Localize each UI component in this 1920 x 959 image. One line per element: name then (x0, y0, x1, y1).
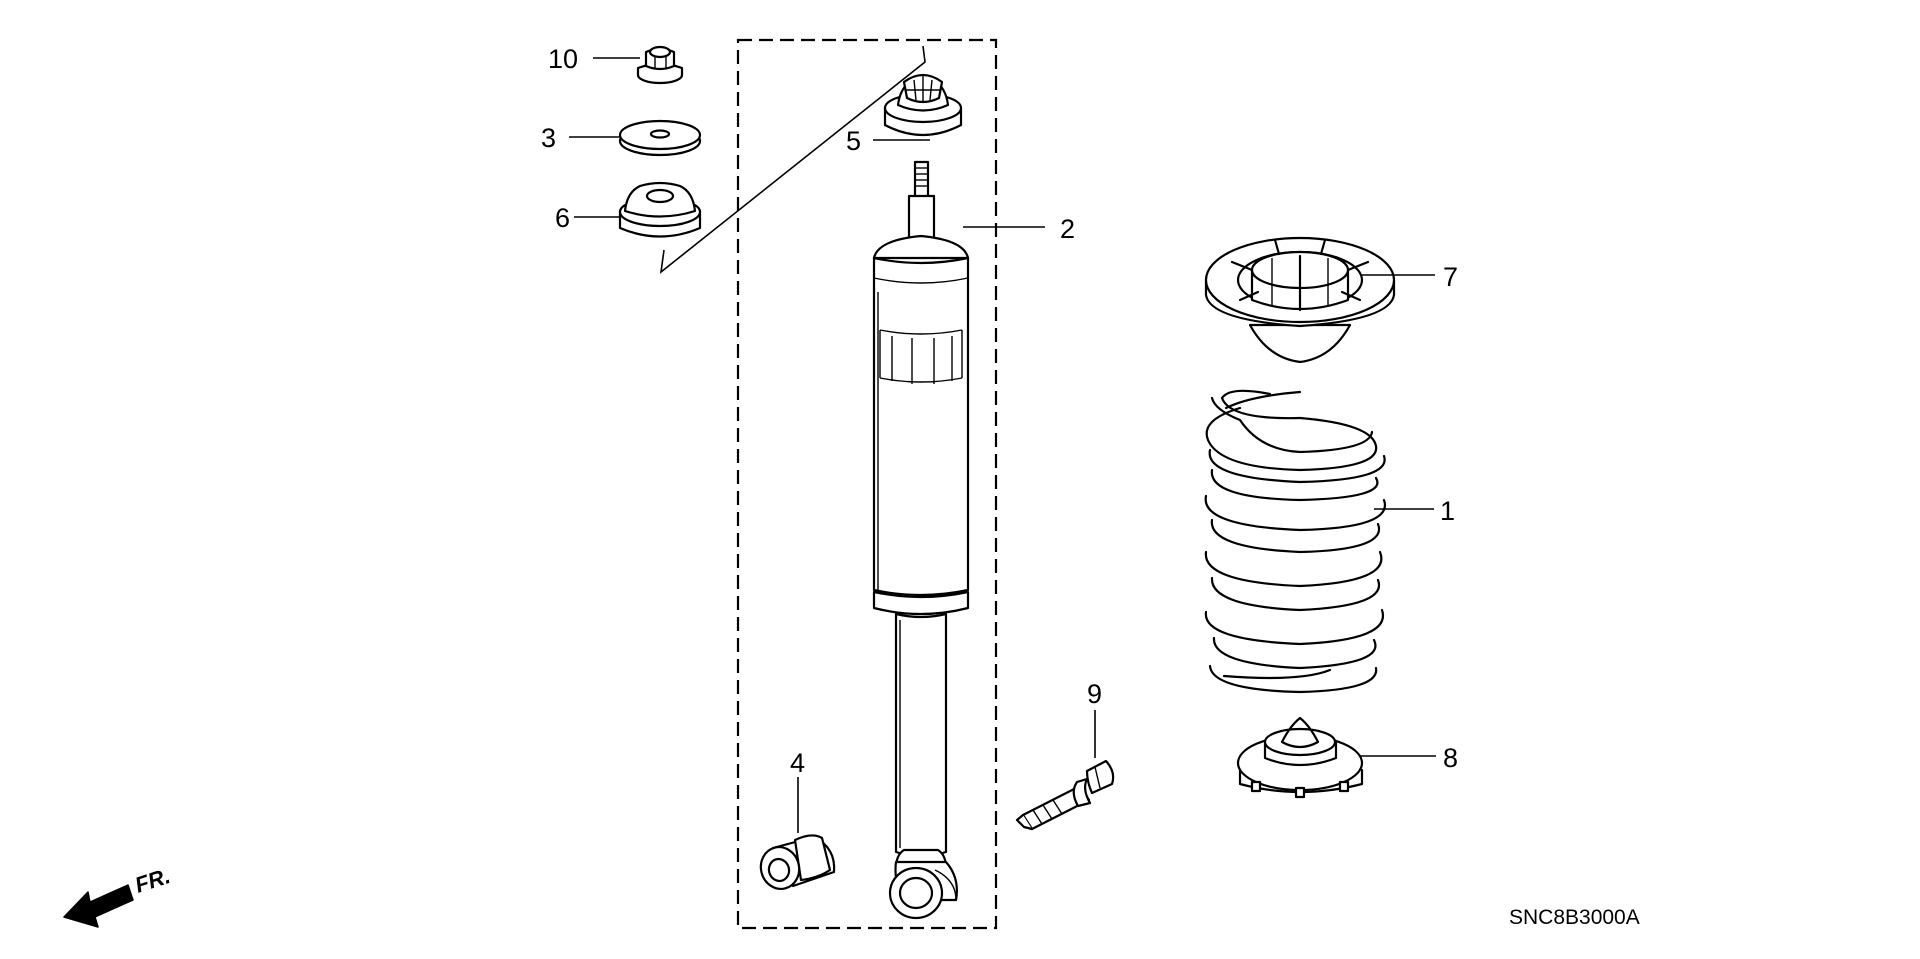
front-direction-arrow-icon (63, 884, 134, 928)
part-ref-3: 3 (541, 123, 556, 153)
part-ref-8: 8 (1443, 743, 1458, 773)
front-direction-label: FR. (132, 863, 173, 898)
assembly-link-line (659, 45, 926, 274)
assembly-outline-box (736, 38, 998, 930)
shock-absorber-icon[interactable] (872, 160, 970, 920)
washer-icon[interactable] (618, 119, 702, 157)
part-ref-2: 2 (1060, 214, 1075, 244)
mount-bushing-icon[interactable] (883, 73, 963, 137)
part-ref-10: 10 (548, 44, 578, 74)
upper-spring-seat-icon[interactable] (1204, 236, 1396, 364)
part-ref-9: 9 (1087, 679, 1102, 709)
part-ref-6: 6 (555, 203, 570, 233)
part-ref-4: 4 (790, 748, 805, 778)
part-ref-1: 1 (1440, 496, 1455, 526)
part-ref-5: 5 (846, 126, 861, 156)
diagram-code: SNC8B3000A (1509, 906, 1640, 929)
flange-bolt-icon[interactable] (1015, 759, 1115, 831)
coil-spring-icon[interactable] (1204, 389, 1387, 694)
lower-bushing-icon[interactable] (756, 834, 836, 893)
flange-nut-icon[interactable] (636, 45, 684, 85)
lower-spring-seat-icon[interactable] (1236, 716, 1364, 799)
rubber-bushing-icon[interactable] (618, 181, 702, 238)
part-ref-7: 7 (1443, 262, 1458, 292)
